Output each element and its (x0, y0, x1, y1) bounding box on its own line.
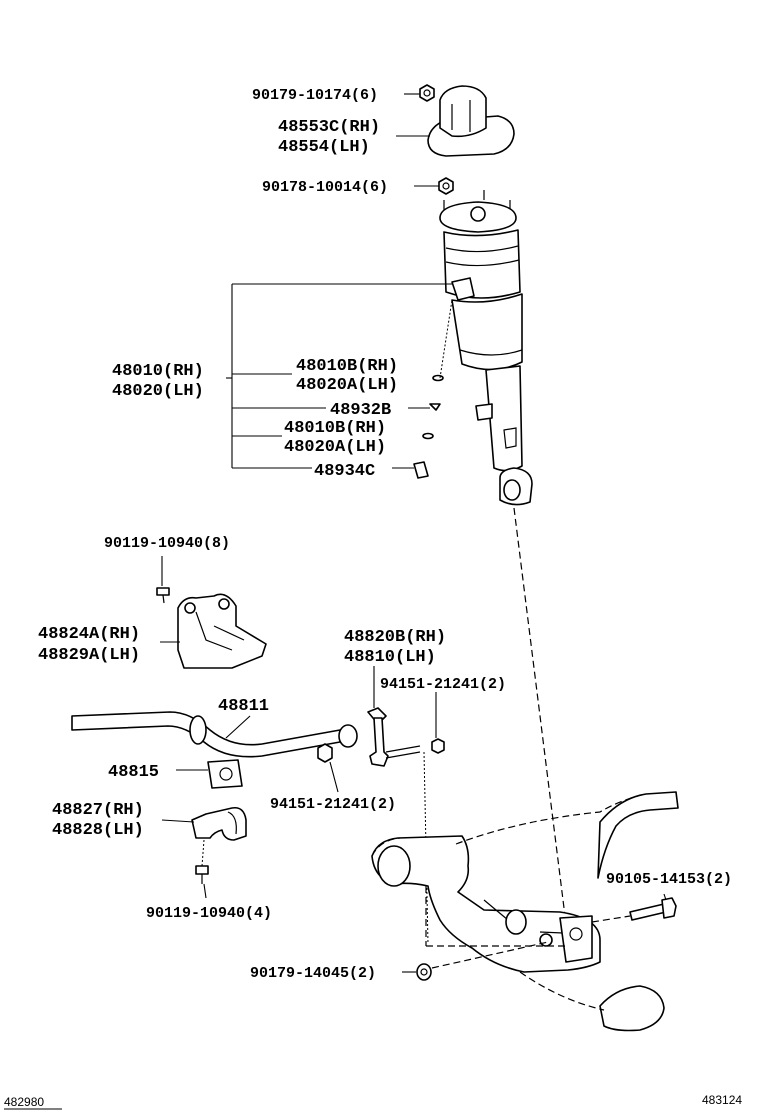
arm-bolt-icon (629, 897, 677, 921)
fitting-icon (413, 461, 429, 479)
clamp-bolt-dashed (201, 839, 205, 867)
label-clamp-lh: 48828(LH) (52, 821, 144, 840)
label-link-nut-lower: 94151-21241(2) (270, 796, 396, 813)
label-nut-mid: 90178-10014(6) (262, 179, 388, 196)
label-cap-rh: 48553C(RH) (278, 118, 380, 137)
oring-1-icon (432, 374, 444, 382)
nut-mid-icon (438, 177, 454, 195)
label-bushing: 48815 (108, 763, 159, 782)
clamp-bolt-icon (195, 865, 209, 884)
clip-icon (429, 403, 441, 411)
leader-clamp-bolt (203, 883, 207, 899)
arm-nut-icon (416, 963, 432, 981)
clamp-icon (191, 806, 247, 841)
footer-right-code: 483124 (702, 1093, 742, 1107)
label-bracket-rh: 48824A(RH) (38, 625, 140, 644)
lower-arm-icon (371, 791, 679, 1032)
leader-stabilizer (225, 715, 251, 739)
strut-to-arm-dashed (513, 507, 567, 925)
stabilizer-bar-icon (71, 711, 358, 758)
label-arm-bolt: 90105-14153(2) (606, 871, 732, 888)
bracket-bolt-icon (156, 587, 170, 604)
label-cap-lh: 48554(LH) (278, 138, 370, 157)
stabilizer-bracket-icon (177, 593, 267, 669)
label-clamp-rh: 48827(RH) (52, 801, 144, 820)
label-assy-rh: 48010(RH) (112, 362, 204, 381)
leader-arm-bolt (663, 893, 667, 901)
stabilizer-link-icon (367, 707, 421, 767)
label-fitting: 48934C (314, 462, 375, 481)
label-link-lh: 48810(LH) (344, 648, 436, 667)
label-oring1-lh: 48020A(LH) (296, 376, 398, 395)
nut-top-icon (419, 84, 435, 102)
footer-left-code: 482980 (4, 1095, 44, 1109)
link-nut-lower-icon (317, 743, 333, 763)
label-oring2-lh: 48020A(LH) (284, 438, 386, 457)
label-link-rh: 48820B(RH) (344, 628, 446, 647)
label-clip: 48932B (330, 401, 391, 420)
label-oring2-rh: 48010B(RH) (284, 419, 386, 438)
label-bracket-lh: 48829A(LH) (38, 646, 140, 665)
assembly-bracket (226, 283, 453, 469)
label-oring1-rh: 48010B(RH) (296, 357, 398, 376)
label-arm-nut: 90179-14045(2) (250, 965, 376, 982)
arm-nut-dashed (431, 941, 549, 969)
leader-link-nut-lower (329, 761, 339, 793)
label-nut-top: 90179-10174(6) (252, 87, 378, 104)
label-clamp-bolt: 90119-10940(4) (146, 905, 272, 922)
leader-clamp (161, 819, 195, 823)
label-link-nut-upper: 94151-21241(2) (380, 676, 506, 693)
upper-cap-icon (427, 85, 515, 157)
label-stabilizer: 48811 (218, 697, 269, 716)
label-bracket-bolt: 90119-10940(8) (104, 535, 230, 552)
label-assy-lh: 48020(LH) (112, 382, 204, 401)
bushing-icon (207, 759, 243, 789)
arm-bolt-dashed (591, 915, 631, 923)
oring-2-icon (422, 432, 434, 440)
air-strut-icon (439, 190, 533, 506)
link-nut-upper-icon (431, 738, 445, 754)
